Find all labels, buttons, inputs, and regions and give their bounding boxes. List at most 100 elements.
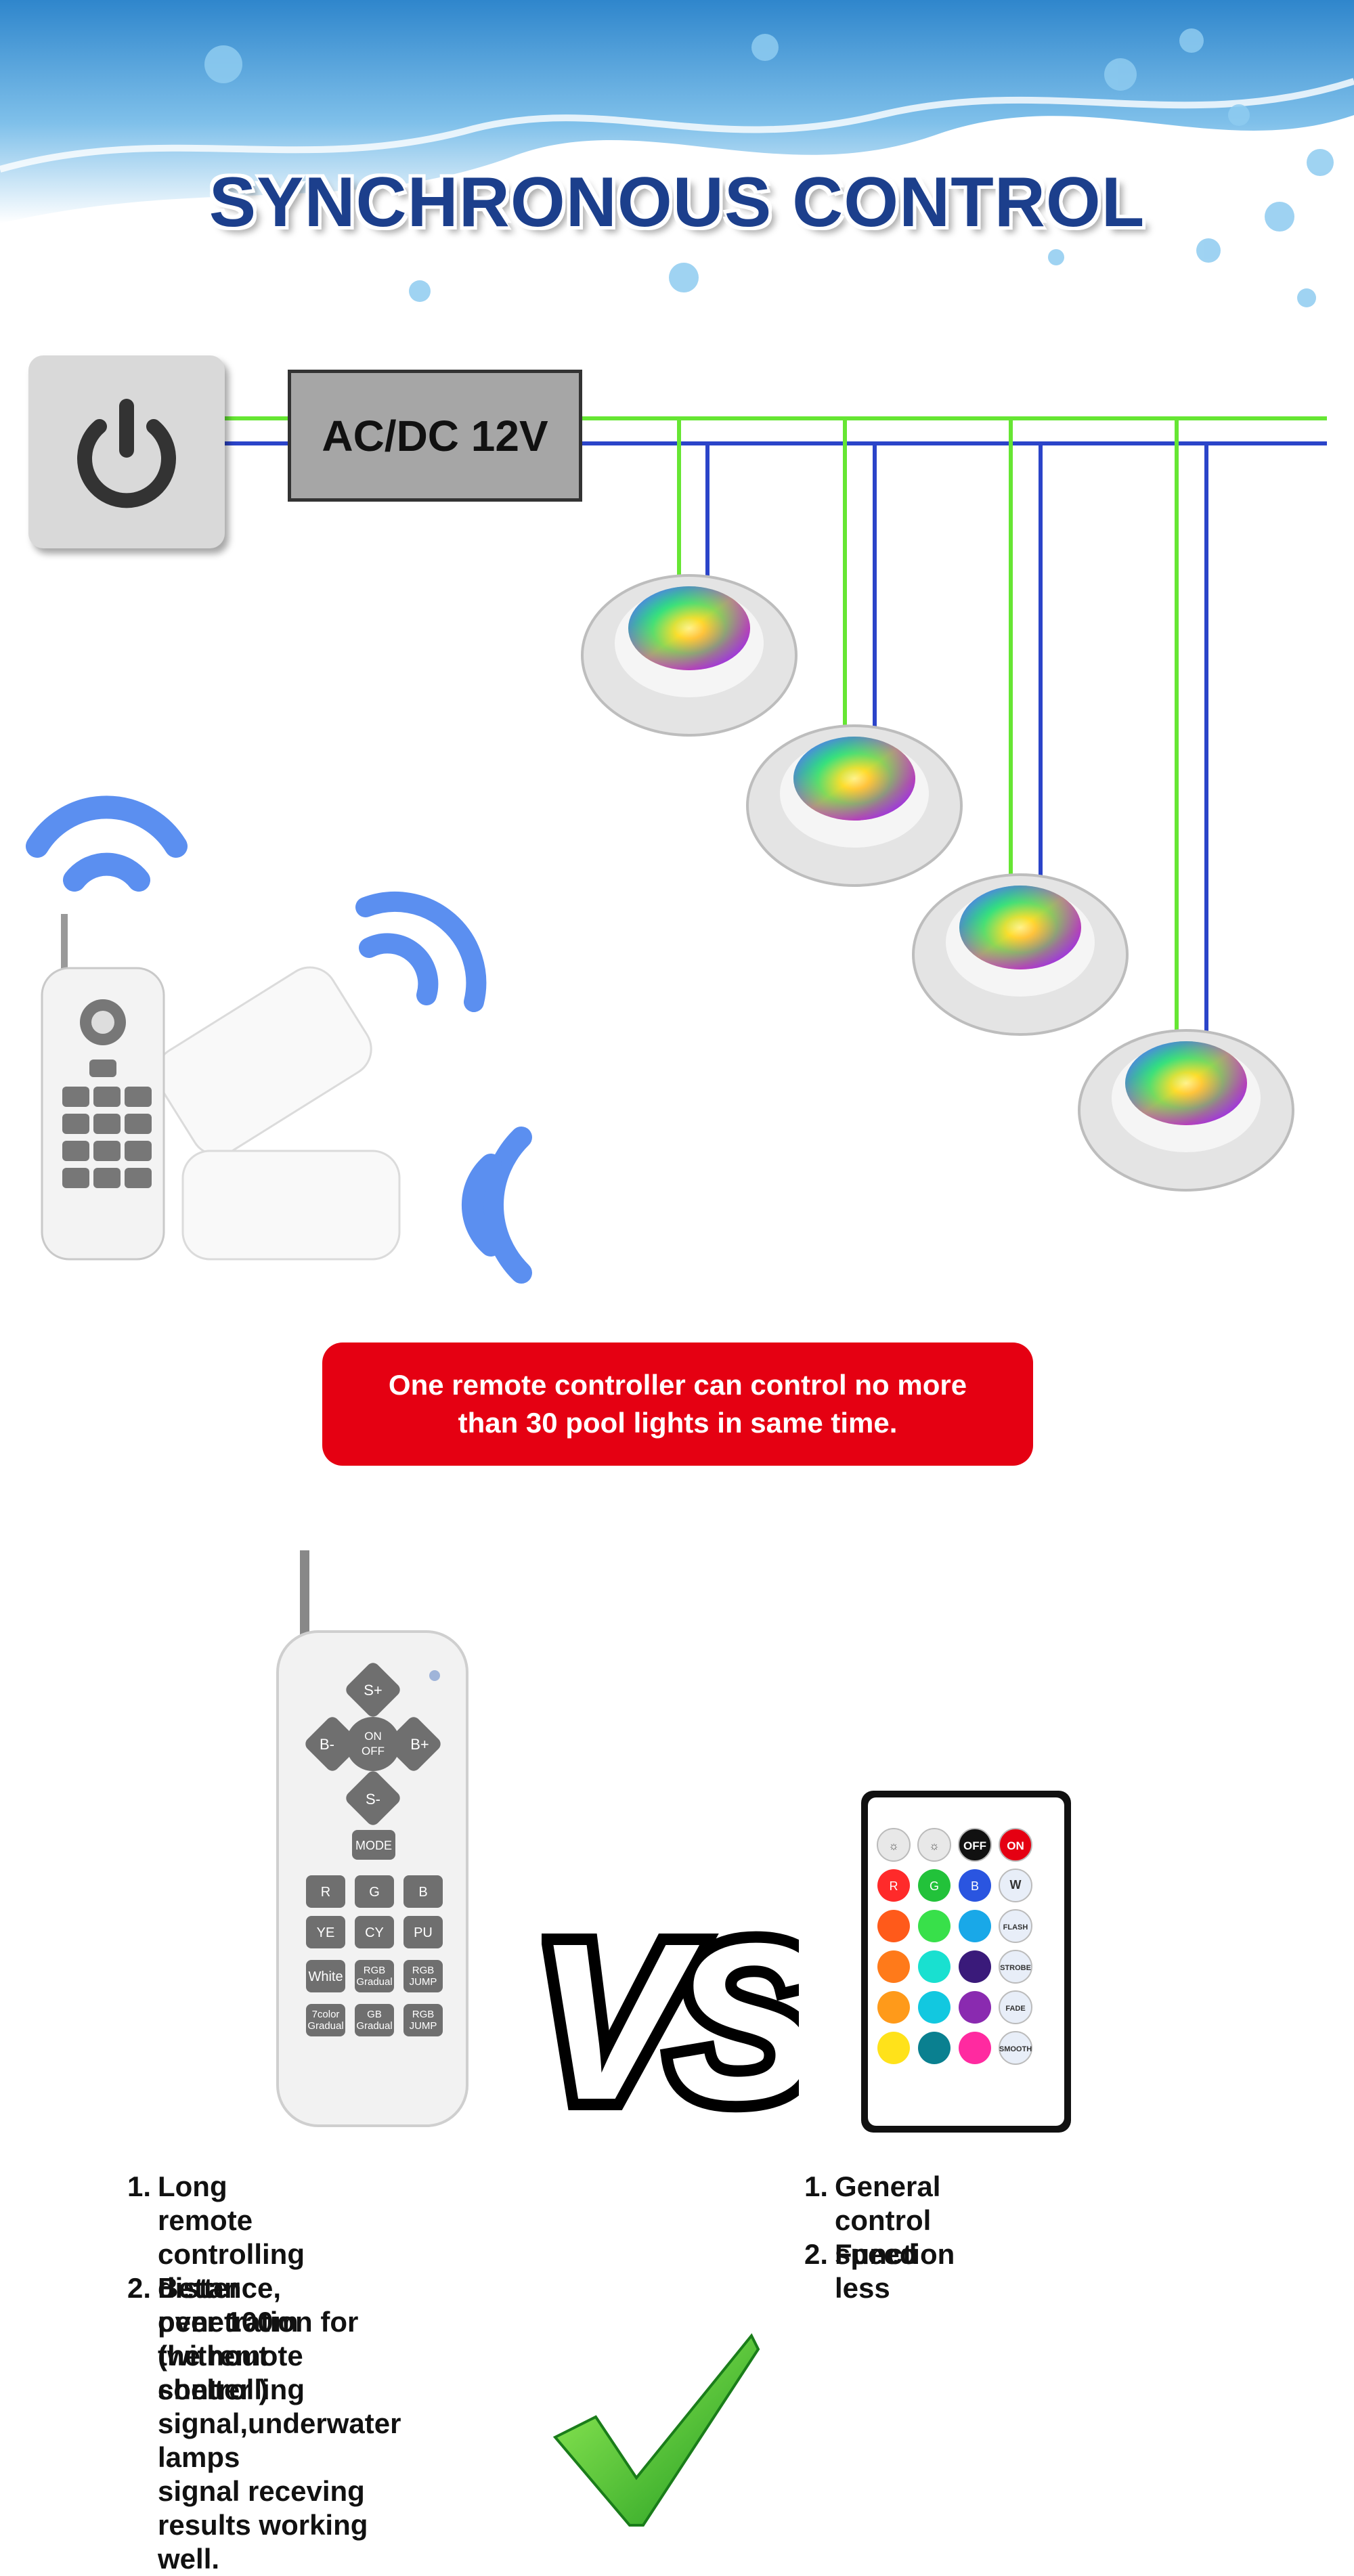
pool-light: [746, 724, 963, 887]
remote-button-label: PU: [414, 1925, 433, 1940]
list-text: Function less: [835, 2238, 955, 2304]
ir-button-label: FLASH: [1003, 1923, 1028, 1931]
remote-button: [403, 2004, 443, 2036]
ir-button-label: R: [890, 1879, 898, 1893]
wifi-signal-icon: [355, 891, 487, 1012]
list-number: 1.: [804, 2170, 829, 2202]
list-number: 1.: [127, 2170, 152, 2202]
remote-button: [355, 1916, 394, 1948]
ir-color-button: [877, 2032, 910, 2064]
ir-remote: ☼ ☼ OFF ON R G B W FLASH STROBE FADE SMOOTH: [861, 1791, 1071, 2133]
remote-button: [403, 1960, 443, 1992]
remote-button-label: JUMP: [410, 1976, 437, 1988]
remote-button: [306, 2004, 345, 2036]
remote-button-label: 7color: [312, 2009, 340, 2020]
ir-button-label: FADE: [1005, 2005, 1025, 2013]
green-check-icon: [552, 2333, 760, 2527]
remote-button: [355, 1960, 394, 1992]
vs-label: VS: [542, 1909, 799, 2133]
remote-button-label: RGB: [412, 2009, 435, 2020]
ir-function-button: [999, 1869, 1032, 1902]
b-minus-label: B-: [320, 1736, 334, 1753]
pool-light: [912, 873, 1129, 1036]
list-text: General control speed: [835, 2170, 941, 2270]
power-switch: [28, 355, 225, 548]
ir-features-list: 1. General control speed 2. Function les…: [804, 2170, 1278, 2305]
pool-light: [581, 574, 798, 737]
pool-light: [1078, 1029, 1294, 1192]
remote-button-label: White: [308, 1969, 343, 1984]
wifi-signal-icon: [461, 1127, 532, 1284]
ir-button-label: ☼: [888, 1839, 899, 1852]
remote-button-label: RGB: [364, 1965, 386, 1976]
ir-button-label: W: [1010, 1878, 1022, 1892]
ir-color-button: [877, 1991, 910, 2024]
ir-button-label: STROBE: [1000, 1964, 1031, 1972]
ir-color-button: [918, 1869, 951, 1902]
remote-button-label: GB: [367, 2009, 382, 2020]
b-plus-label: B+: [410, 1736, 429, 1753]
rf-remote-front: [41, 914, 165, 1261]
ir-button-label: G: [930, 1879, 939, 1893]
ir-button-label: B: [971, 1879, 979, 1893]
mode-button: [352, 1830, 395, 1860]
note-line-1: One remote controller can control no mor…: [388, 1369, 967, 1401]
ir-button-label: ☼: [929, 1839, 940, 1852]
remote-button: [403, 1916, 443, 1948]
s-minus-label: S-: [366, 1791, 380, 1808]
remote-button-label: Gradual: [356, 1976, 392, 1988]
ir-color-button: [918, 1950, 951, 1983]
wifi-signal-icon: [26, 795, 188, 892]
note-line-2: than 30 pool lights in same time.: [458, 1407, 898, 1439]
off-label: OFF: [362, 1745, 385, 1758]
ir-button-label: SMOOTH: [999, 2045, 1032, 2053]
rf-remotes-group: [26, 795, 532, 1284]
rf-advantages-list: 1. Long remote controlling distance, ove…: [127, 2170, 669, 2575]
remote-button-label: YE: [317, 1925, 335, 1940]
ir-button-label: OFF: [963, 1839, 986, 1852]
list-text: Better penetration for the remote contro…: [158, 2272, 401, 2575]
remote-button-label: G: [369, 1885, 380, 1900]
remote-button: [306, 1960, 345, 1992]
remote-button-label: Gradual: [356, 2020, 392, 2032]
ir-button: [917, 1828, 951, 1862]
remote-button-label: B: [418, 1885, 427, 1900]
ir-color-button: [918, 1991, 951, 2024]
ir-button: [958, 1828, 992, 1862]
list-text: Long remote controlling distance, over 1…: [158, 2170, 305, 2405]
remote-button-label: JUMP: [410, 2020, 437, 2032]
svg-text:VS: VS: [542, 1909, 799, 2133]
ir-function-button: [999, 1950, 1032, 1984]
capacity-note-banner: One remote controller can control no mor…: [322, 1342, 1033, 1466]
ir-color-button: [877, 1910, 910, 1942]
ir-function-button: [999, 1909, 1032, 1943]
power-icon: [77, 399, 176, 508]
s-plus-label: S+: [364, 1682, 383, 1699]
remote-button-label: R: [321, 1885, 330, 1900]
remote-button: [306, 1916, 345, 1948]
rf-remote-faded: [155, 966, 401, 1261]
power-supply-box: AC/DC 12V: [288, 370, 582, 502]
wiring-diagram: [223, 416, 1327, 1192]
ir-button: [999, 1828, 1032, 1862]
remote-button-label: RGB: [412, 1965, 435, 1976]
ir-color-button: [918, 1910, 951, 1942]
ir-button: [877, 1828, 911, 1862]
ir-color-button: [877, 1950, 910, 1983]
ir-color-button: [959, 2032, 991, 2064]
list-number: 2.: [804, 2238, 829, 2270]
ir-color-button: [877, 1869, 910, 1902]
water-splash-header: [0, 0, 1354, 307]
ir-color-button: [959, 1910, 991, 1942]
ir-color-button: [959, 1950, 991, 1983]
svg-text:MODE: MODE: [355, 1839, 392, 1852]
remote-button: [403, 1875, 443, 1908]
ir-button-label: ON: [1007, 1839, 1024, 1852]
ir-color-button: [959, 1991, 991, 2024]
ir-color-button: [959, 1869, 991, 1902]
remote-button: [355, 2004, 394, 2036]
remote-button-label: CY: [365, 1925, 384, 1940]
ir-function-button: [999, 1990, 1032, 2024]
list-number: 2.: [127, 2272, 152, 2304]
